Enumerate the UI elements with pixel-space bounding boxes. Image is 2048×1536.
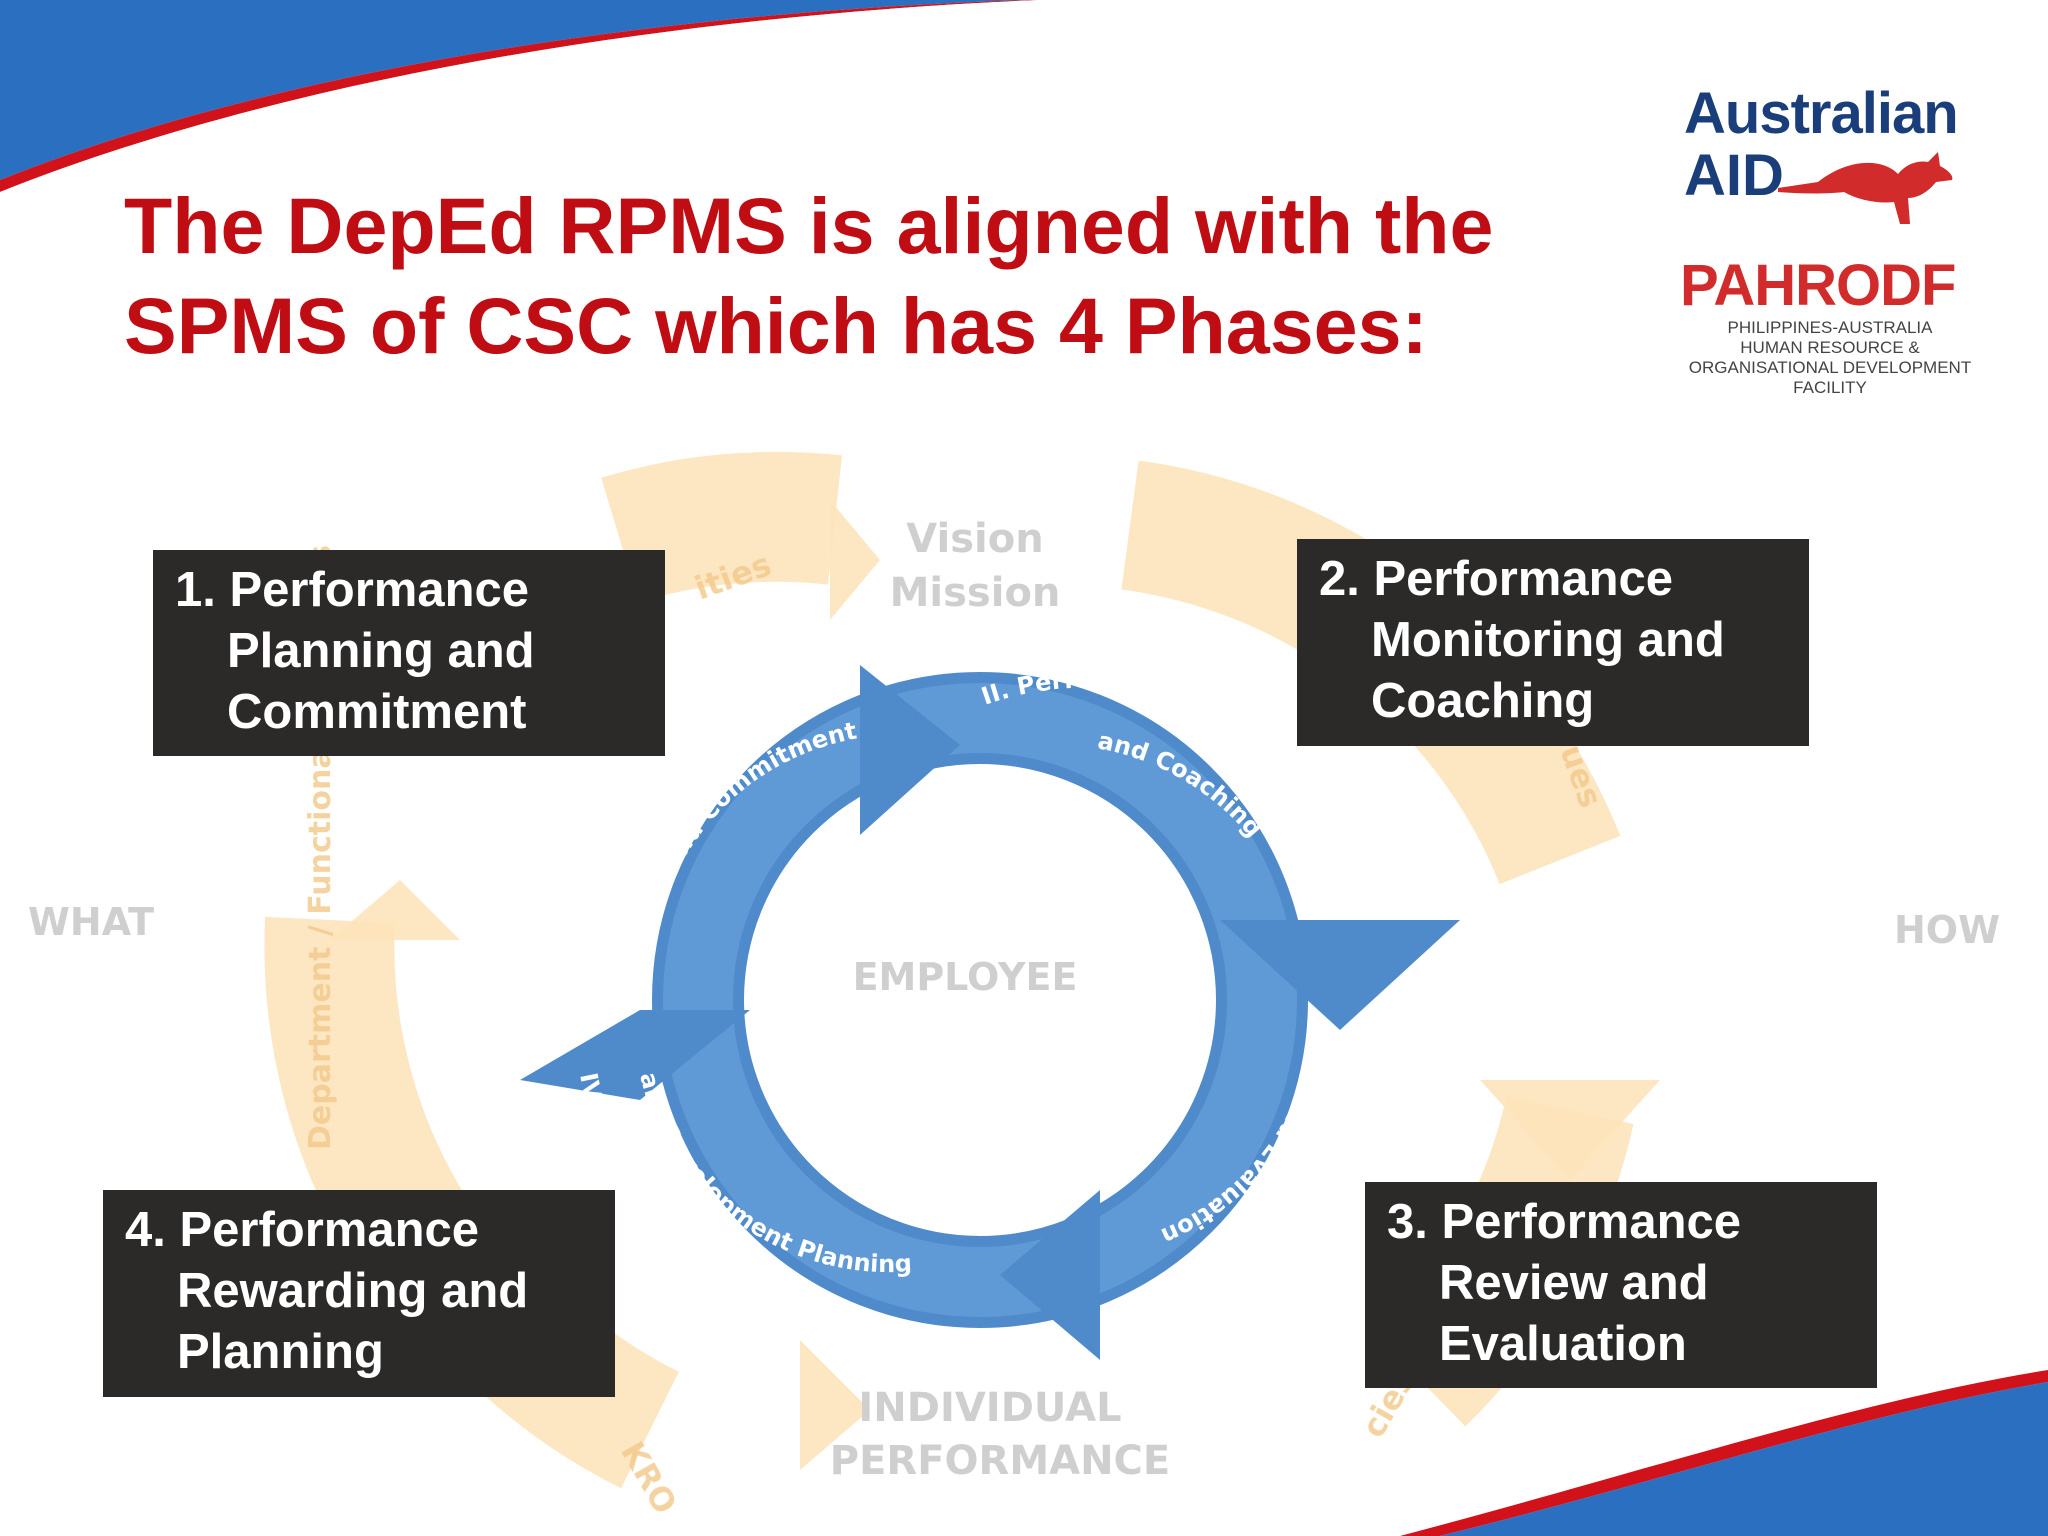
performance-label: PERFORMANCE	[829, 1438, 1171, 1484]
phase-1-line-3: Commitment	[227, 685, 527, 739]
mission-label: Mission	[889, 570, 1061, 616]
logo-subtitle-2: HUMAN RESOURCE &	[1740, 338, 1920, 357]
logo-aid-text: AID	[1684, 143, 1784, 208]
faded-arrowhead-top	[830, 500, 880, 620]
cycle-arrowhead-top	[860, 665, 960, 835]
logo-subtitle-1: PHILIPPINES-AUSTRALIA	[1727, 318, 1933, 337]
faded-arrowhead-right	[1480, 1080, 1660, 1180]
phase-2-box: 2. Performance Monitoring and Coaching	[1297, 539, 1809, 746]
phase-2-line-2: Monitoring and	[1371, 613, 1725, 667]
phase-2-line-3: Coaching	[1371, 674, 1595, 728]
individual-label: INDIVIDUAL	[858, 1385, 1122, 1431]
logo-subtitle-3: ORGANISATIONAL DEVELOPMENT	[1688, 358, 1972, 377]
bottom-right-blue-band	[1440, 1382, 2048, 1536]
bottom-right-red-stripe	[1400, 1370, 2048, 1536]
slide-title-line-2: SPMS of CSC which has 4 Phases:	[124, 281, 1428, 370]
blue-cycle-ring	[520, 665, 1460, 1360]
phase-3-box: 3. Performance Review and Evaluation	[1365, 1182, 1877, 1388]
phase-3-line-1: 3. Performance	[1387, 1195, 1742, 1249]
phase-4-line-2: Rewarding and	[177, 1264, 529, 1318]
phase-4-line-3: Planning	[177, 1325, 384, 1379]
phase-1-line-1: 1. Performance	[175, 563, 530, 617]
phase-3-line-3: Evaluation	[1439, 1317, 1687, 1371]
cycle-arrowhead-left	[520, 1010, 750, 1100]
phase-4-line-1: 4. Performance	[125, 1203, 480, 1257]
slide-title-line-1: The DepEd RPMS is aligned with the	[124, 181, 1494, 270]
employee-label: EMPLOYEE	[852, 955, 1078, 999]
slide-title: The DepEd RPMS is aligned with the SPMS …	[124, 176, 1574, 376]
what-label: WHAT	[28, 900, 155, 944]
top-left-blue-band	[0, 0, 1030, 180]
phase-4-box: 4. Performance Rewarding and Planning	[103, 1190, 615, 1397]
logo-subtitle-4: FACILITY	[1793, 378, 1867, 397]
how-label: HOW	[1894, 908, 2001, 952]
kangaroo-icon	[1778, 152, 1953, 224]
cycle-arrowhead-right	[1220, 920, 1460, 1030]
cycle-arrowhead-bottom	[1000, 1190, 1100, 1360]
logo-pahrodf-text: PAHRODF	[1680, 253, 1956, 318]
faded-arrowhead-bottom	[800, 1340, 870, 1470]
phase-2-line-1: 2. Performance	[1319, 552, 1674, 606]
phase-1-line-2: Planning and	[227, 624, 535, 678]
phase-1-box: 1. Performance Planning and Commitment	[153, 550, 665, 756]
vision-label: Vision	[906, 516, 1044, 562]
logo-australian-text: Australian	[1684, 81, 1959, 146]
faded-arrowhead-left	[330, 880, 460, 940]
phase-3-line-2: Review and	[1439, 1256, 1709, 1310]
australian-aid-pahrodf-logo: Australian AID PAHRODF PHILIPPINES-AUSTR…	[1660, 80, 2000, 410]
